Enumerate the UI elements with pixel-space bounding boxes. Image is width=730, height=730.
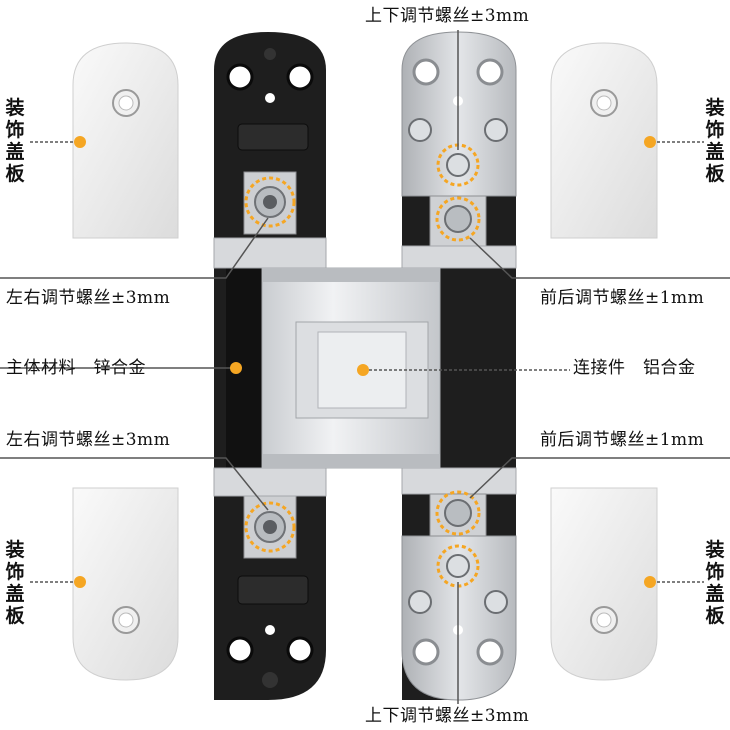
label-lateral-adjust-upper: 左右调节螺丝±3mm xyxy=(6,288,171,308)
label-cover-plate-top-left: 装饰盖板 xyxy=(5,97,25,185)
label-main-body-material: 主体材料 锌合金 xyxy=(6,358,146,378)
label-lateral-adjust-lower: 左右调节螺丝±3mm xyxy=(6,430,171,450)
aluminium-connector xyxy=(261,267,441,469)
label-vertical-adjust-top: 上下调节螺丝±3mm xyxy=(365,6,530,26)
cover-plate-bottom-left xyxy=(72,487,179,681)
marker-dot-main-body xyxy=(230,362,242,374)
cover-plate-bottom-right xyxy=(550,487,658,681)
label-cover-plate-bottom-right: 装饰盖板 xyxy=(705,539,725,627)
marker-dot-plate-top-right xyxy=(644,136,656,148)
silver-hinge-leaf xyxy=(401,31,517,701)
cover-plate-top-left xyxy=(72,42,179,239)
label-depth-adjust-lower: 前后调节螺丝±1mm xyxy=(540,430,705,450)
label-cover-plate-bottom-left: 装饰盖板 xyxy=(5,539,25,627)
label-connector-material: 连接件 铝合金 xyxy=(573,358,696,378)
marker-dot-plate-bottom-right xyxy=(644,576,656,588)
label-vertical-adjust-bottom: 上下调节螺丝±3mm xyxy=(365,706,530,726)
cover-plate-top-right xyxy=(550,42,658,239)
marker-dot-plate-top-left xyxy=(74,136,86,148)
label-depth-adjust-upper: 前后调节螺丝±1mm xyxy=(540,288,705,308)
marker-dot-plate-bottom-left xyxy=(74,576,86,588)
marker-dot-connector xyxy=(357,364,369,376)
label-cover-plate-top-right: 装饰盖板 xyxy=(705,97,725,185)
leader-lines xyxy=(0,30,730,704)
